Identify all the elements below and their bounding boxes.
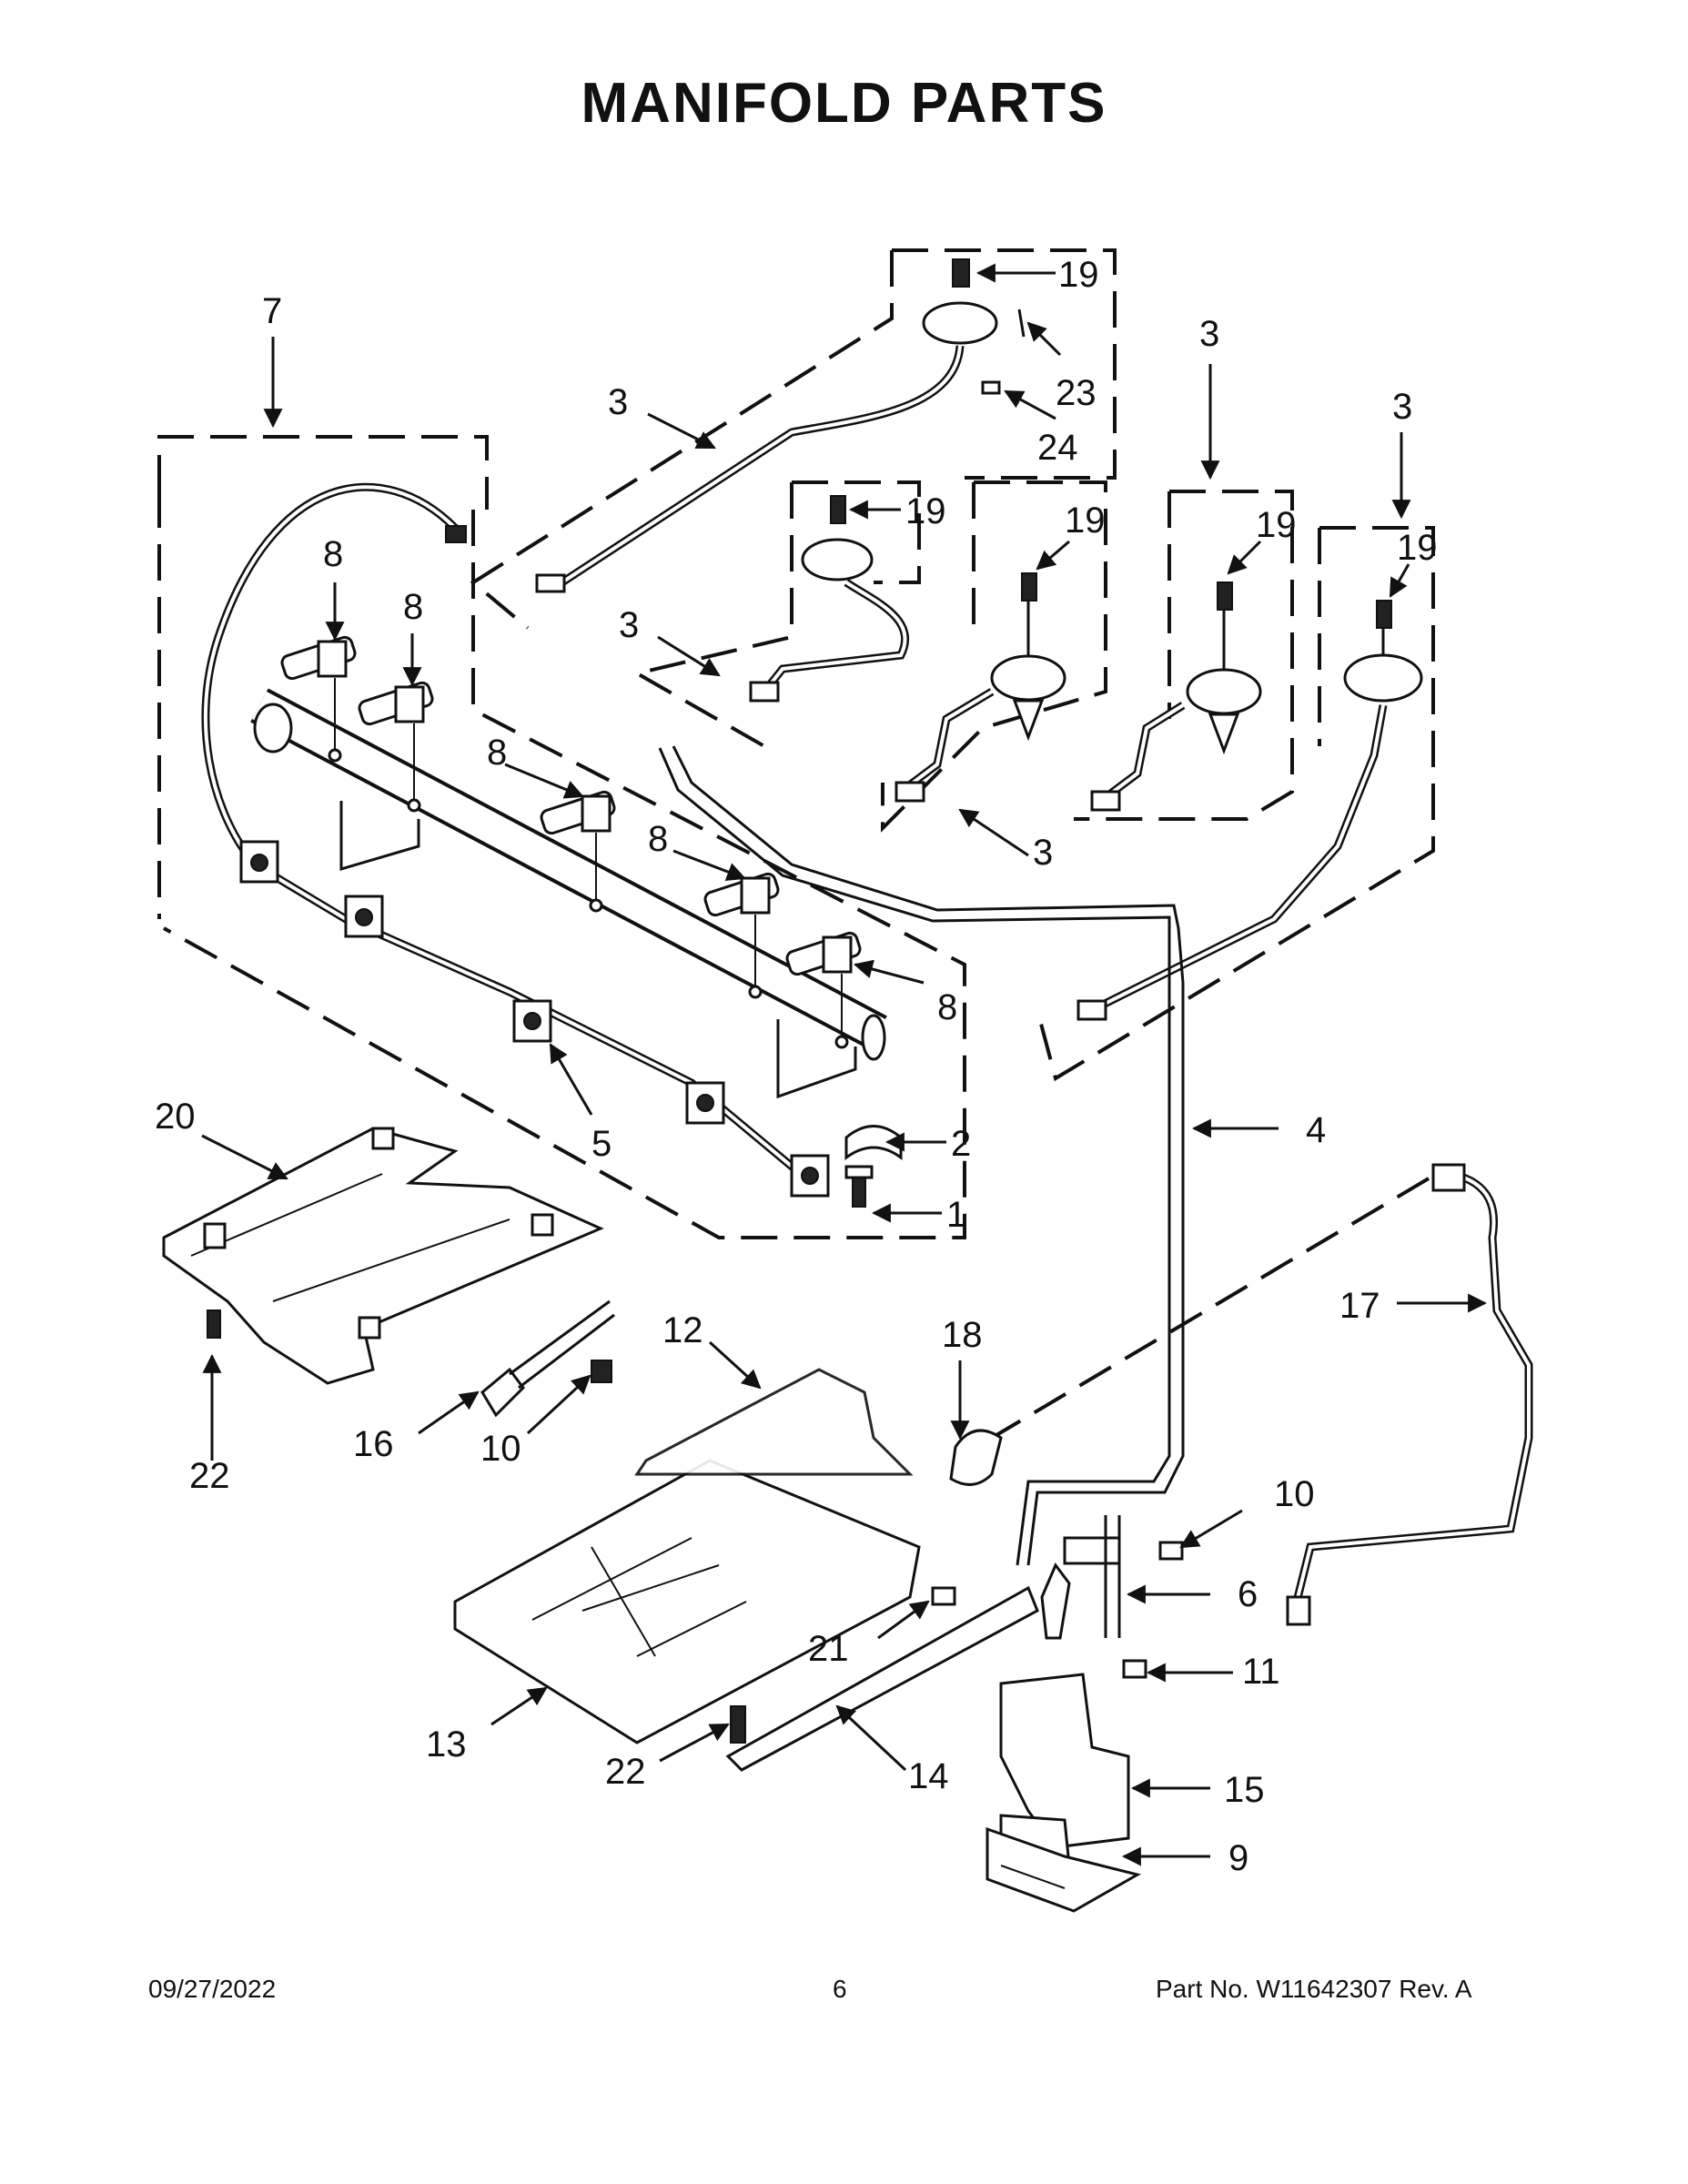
callout-label: 16 (353, 1424, 394, 1464)
callout-label: 8 (648, 819, 668, 859)
orifice-fitting (703, 872, 780, 999)
broil-burner-shield (162, 1127, 604, 1385)
manifold-clamp-and-screw (844, 1125, 903, 1208)
callout-label: 17 (1339, 1286, 1380, 1326)
callout-label: 23 (1056, 373, 1097, 413)
manifold-pipe (250, 688, 887, 1099)
callout-label: 19 (1058, 255, 1099, 295)
callout-label: 15 (1224, 1770, 1265, 1810)
callout-label: 3 (619, 605, 639, 645)
callout-label: 22 (605, 1752, 646, 1792)
bake-burner-assembly (453, 1368, 1071, 1772)
callout-label: 5 (591, 1124, 612, 1164)
orifice-fitting (540, 790, 616, 913)
callout-label: 8 (323, 534, 343, 574)
callout-label: 13 (426, 1724, 467, 1764)
ignition-harness (201, 482, 830, 1198)
callout-label: 6 (1238, 1574, 1258, 1614)
broil-igniter (480, 1299, 615, 1418)
callout-label: 18 (942, 1315, 983, 1355)
footer-date: 09/27/2022 (148, 1975, 277, 2003)
orifice-fittings (280, 635, 862, 1049)
callout-label: 3 (1199, 314, 1219, 354)
callout-label: 21 (808, 1629, 849, 1669)
callout-label: 10 (1274, 1474, 1315, 1514)
callout-label: 7 (262, 291, 282, 331)
callout-label: 19 (1065, 500, 1106, 541)
callout-label: 14 (908, 1756, 949, 1796)
footer-page-number: 6 (833, 1975, 847, 2003)
footer-part-number: Part No. W11642307 Rev. A (1156, 1975, 1472, 2003)
callout-labels: 7 3 19 23 24 3 3 19 19 19 19 8 8 8 8 8 3… (155, 255, 1438, 1878)
callout-label: 3 (1392, 387, 1412, 427)
orifice-fitting (280, 635, 357, 763)
callout-label: 4 (1306, 1110, 1326, 1150)
burner-valve-group-outlines (470, 248, 1435, 1082)
callout-label: 9 (1228, 1838, 1248, 1878)
callout-label: 19 (1256, 505, 1297, 545)
callout-label: 8 (487, 733, 507, 773)
callout-label: 8 (937, 987, 957, 1027)
callout-label: 8 (403, 587, 423, 627)
callout-label: 20 (155, 1097, 196, 1137)
supply-tubes (658, 745, 1533, 1626)
callout-label: 3 (1033, 833, 1053, 873)
burner-valves (535, 258, 1423, 1021)
callout-label: 12 (662, 1310, 703, 1350)
callout-label: 2 (951, 1124, 971, 1164)
callout-label: 11 (1242, 1652, 1280, 1692)
page-title: MANIFOLD PARTS (581, 72, 1107, 135)
callout-leaders (201, 263, 1488, 1866)
oven-valve-and-igniter (986, 1515, 1184, 1913)
callout-label: 19 (1397, 528, 1438, 568)
callout-label: 10 (480, 1429, 521, 1469)
manifold-group-outline (157, 435, 966, 1239)
callout-label: 19 (905, 491, 946, 531)
callout-label: 22 (189, 1456, 230, 1496)
orifice-fitting (785, 931, 862, 1049)
callout-label: 1 (946, 1195, 966, 1235)
callout-label: 24 (1037, 428, 1078, 468)
orifice-fitting (358, 681, 434, 813)
callout-label: 3 (608, 382, 628, 422)
